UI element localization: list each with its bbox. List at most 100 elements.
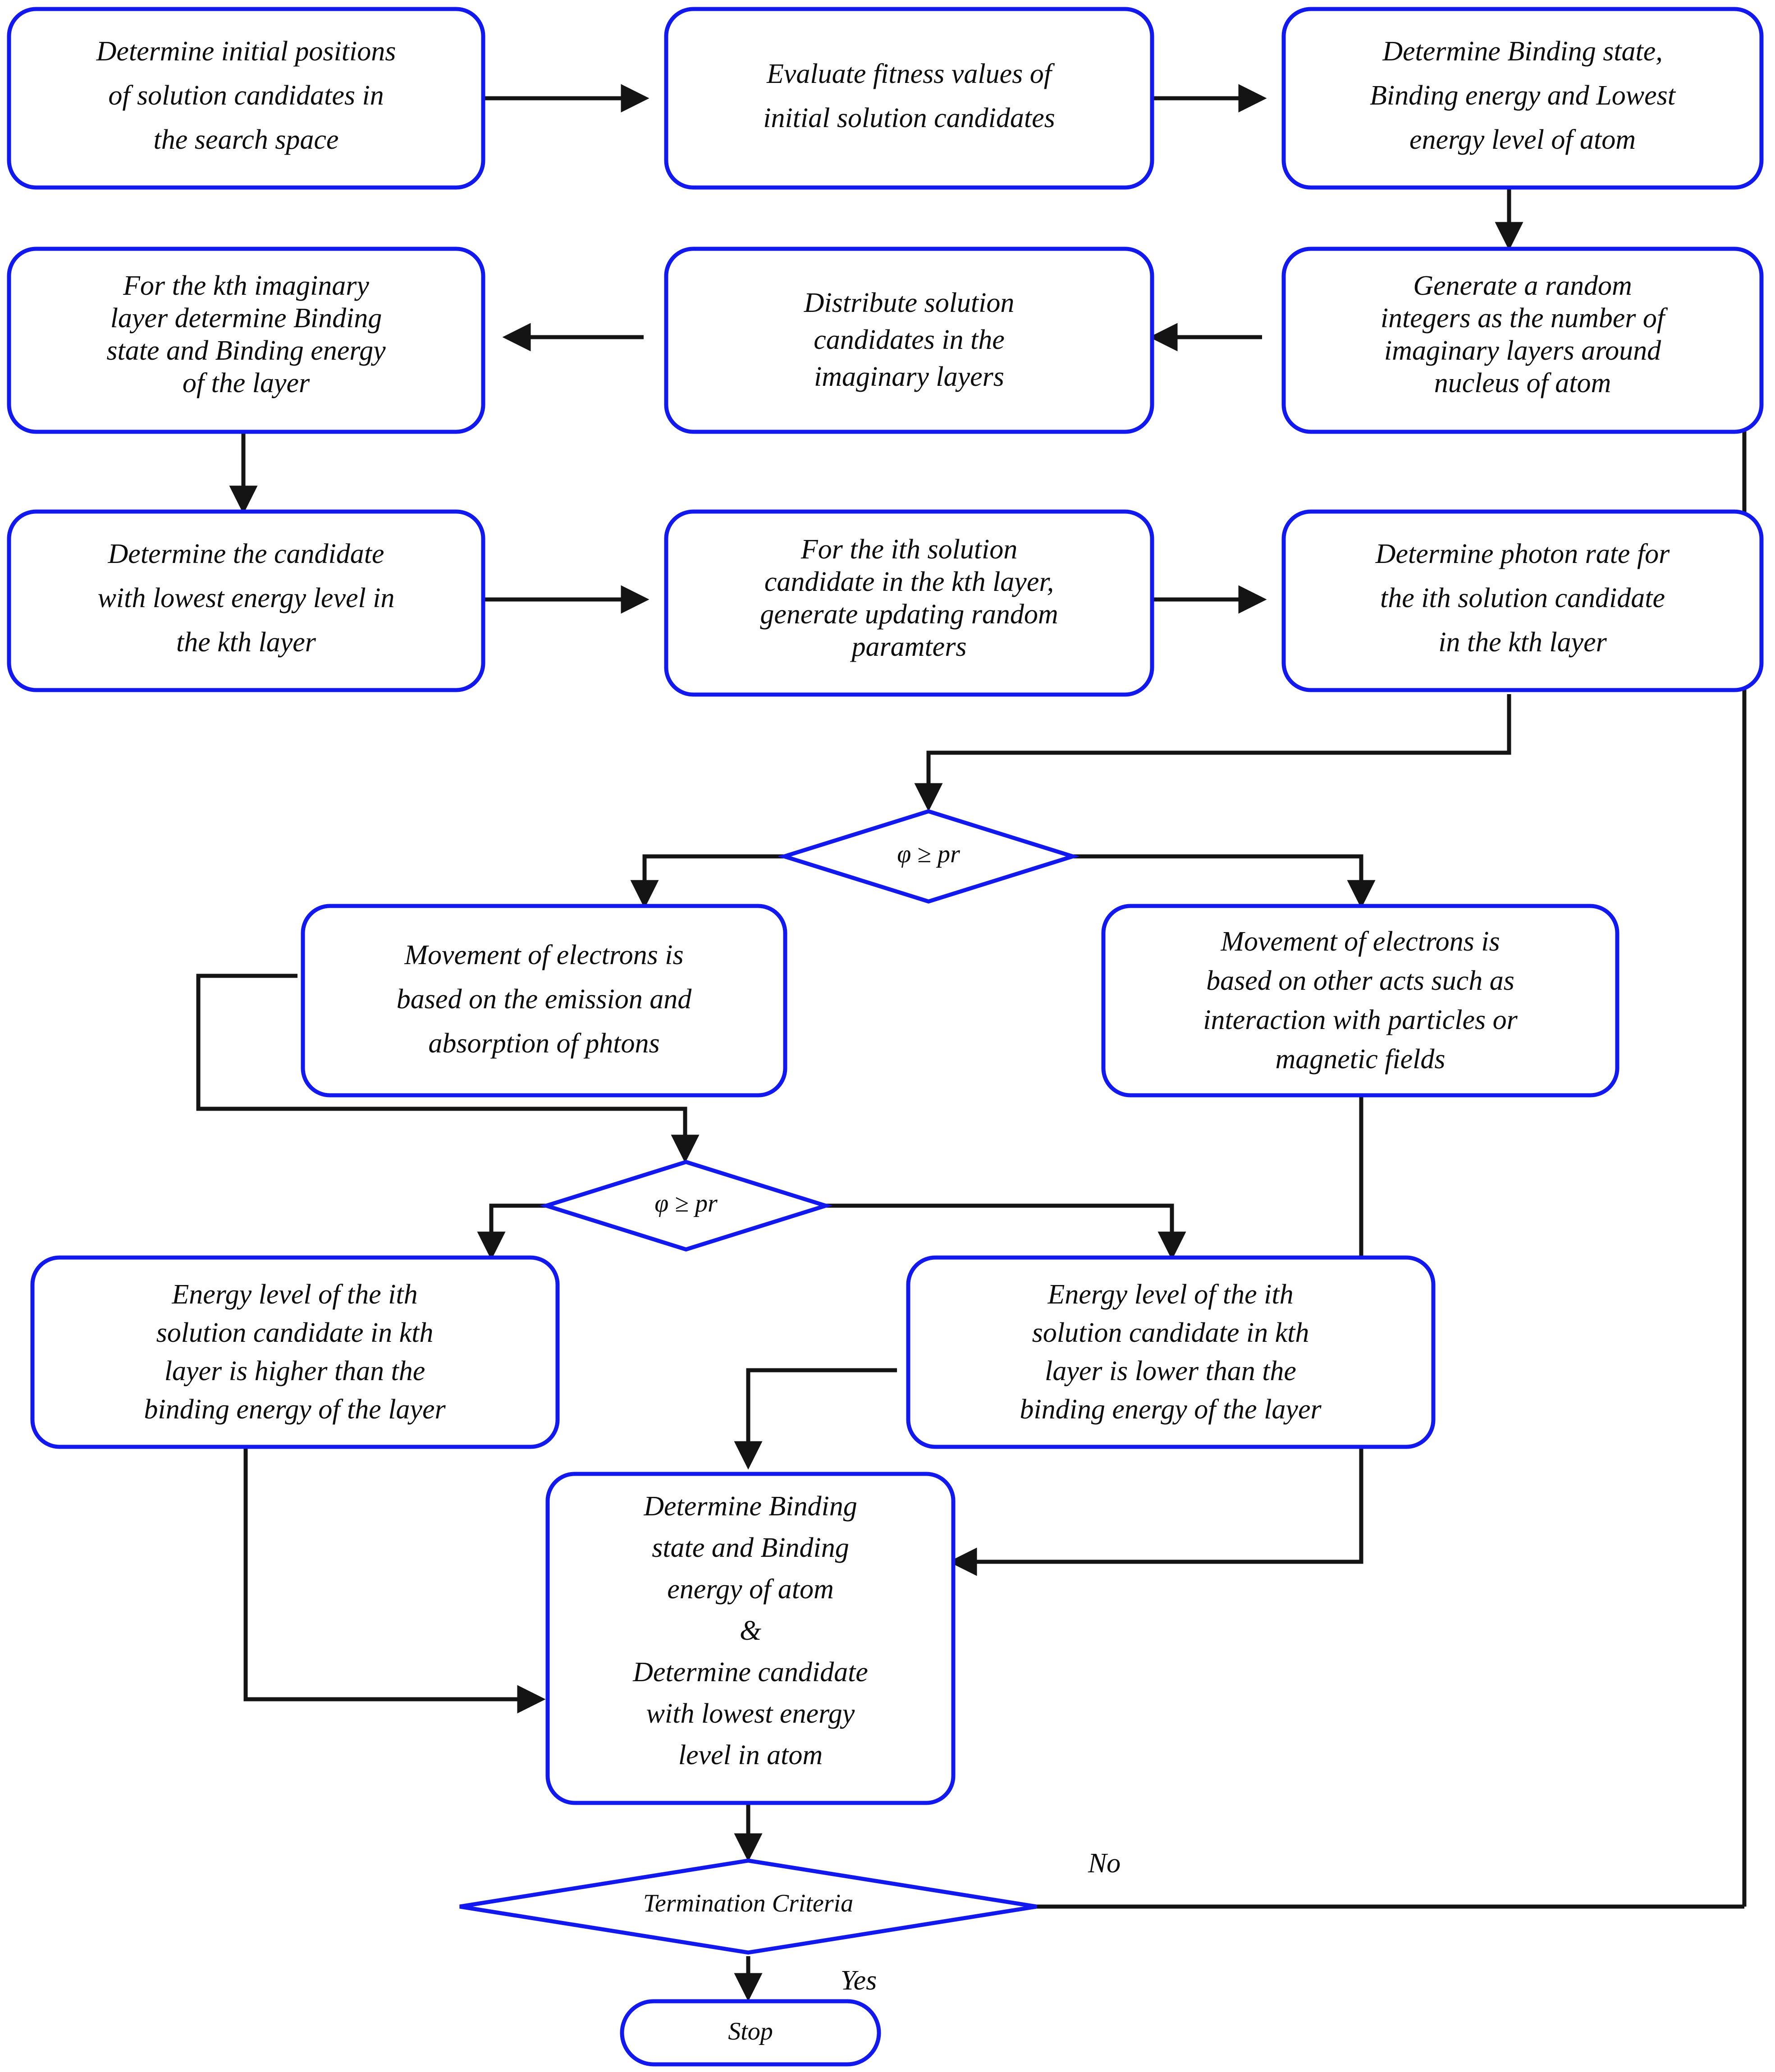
svg-text:Termination Criteria: Termination Criteria xyxy=(643,1889,853,1917)
svg-text:Stop: Stop xyxy=(728,2017,773,2045)
node-shape-process xyxy=(1281,509,1764,692)
svg-text:energy level of atom: energy level of atom xyxy=(1409,124,1636,155)
svg-text:Movement of electrons is: Movement of electrons is xyxy=(404,940,683,970)
edge-label-yes: Yes xyxy=(841,1965,877,1996)
node-shape-process xyxy=(906,1255,1436,1449)
svg-text:For the ith solution: For the ith solution xyxy=(801,534,1018,565)
node-shape-decision xyxy=(539,1160,833,1252)
node-shape-process xyxy=(7,247,485,434)
node-evaluate-fitness[interactable]: Evaluate fitness values of initial solut… xyxy=(664,7,1154,190)
svg-text:φ ≥ pr: φ ≥ pr xyxy=(654,1189,718,1217)
node-shape-process xyxy=(1281,7,1764,190)
svg-text:nucleus of atom: nucleus of atom xyxy=(1434,368,1611,398)
svg-text:Energy level of the ith: Energy level of the ith xyxy=(1047,1279,1293,1310)
node-shape-process xyxy=(664,509,1154,697)
svg-text:Evaluate fitness values of: Evaluate fitness values of xyxy=(766,59,1055,89)
svg-text:&: & xyxy=(740,1615,761,1646)
svg-text:Movement of electrons is: Movement of electrons is xyxy=(1220,926,1500,957)
svg-text:the ith solution candidate: the ith solution candidate xyxy=(1380,583,1665,613)
node-generate-updating-random[interactable]: For the ith solution candidate in the kt… xyxy=(664,509,1154,697)
node-lowest-energy-kth-layer[interactable]: Determine the candidate with lowest ener… xyxy=(7,509,485,692)
svg-text:in the kth layer: in the kth layer xyxy=(1438,627,1607,658)
node-shape-process xyxy=(7,509,485,692)
node-determine-binding-state-atom[interactable]: Determine Binding state, Binding energy … xyxy=(1281,7,1764,190)
node-shape-decision xyxy=(459,1858,1037,1955)
svg-text:Determine candidate: Determine candidate xyxy=(632,1657,868,1688)
svg-text:generate updating random: generate updating random xyxy=(760,599,1058,630)
svg-text:Distribute solution: Distribute solution xyxy=(804,288,1015,318)
svg-text:Determine photon rate for: Determine photon rate for xyxy=(1375,539,1670,569)
svg-text:Generate a random: Generate a random xyxy=(1413,270,1632,301)
svg-text:the kth layer: the kth layer xyxy=(176,627,316,658)
svg-text:the search space: the search space xyxy=(154,124,339,155)
node-determine-binding-and-lowest[interactable]: Determine Binding state and Binding ener… xyxy=(545,1472,956,1805)
svg-text:candidates in the: candidates in the xyxy=(814,325,1005,355)
svg-text:imaginary layers around: imaginary layers around xyxy=(1384,335,1661,366)
svg-text:Energy level of the ith: Energy level of the ith xyxy=(171,1279,417,1310)
edge-higher-to-determine xyxy=(243,1397,546,1714)
svg-text:of solution candidates in: of solution candidates in xyxy=(108,80,384,111)
edge-photon-to-decision1 xyxy=(914,694,1511,812)
node-shape-process xyxy=(7,7,485,190)
node-shape-decision xyxy=(777,809,1080,904)
svg-text:layer is higher than the: layer is higher than the xyxy=(165,1356,425,1386)
edge-other-acts-to-determine xyxy=(948,1095,1363,1576)
node-stop[interactable]: Stop xyxy=(620,1999,881,2067)
node-distribute-candidates[interactable]: Distribute solution candidates in the im… xyxy=(664,247,1154,434)
node-determine-photon-rate[interactable]: Determine photon rate for the ith soluti… xyxy=(1281,509,1764,692)
node-termination-criteria[interactable]: Termination Criteria xyxy=(459,1858,1037,1955)
svg-text:with lowest energy level in: with lowest energy level in xyxy=(98,583,395,613)
node-shape-process xyxy=(30,1255,560,1449)
node-kth-layer-binding[interactable]: For the kth imaginary layer determine Bi… xyxy=(7,247,485,434)
svg-text:level in atom: level in atom xyxy=(678,1740,823,1770)
node-shape-process xyxy=(1281,247,1764,434)
node-shape-terminator xyxy=(620,1999,881,2067)
node-shape-process xyxy=(664,7,1154,190)
svg-text:Determine Binding state,: Determine Binding state, xyxy=(1382,36,1663,67)
node-shape-process xyxy=(1101,904,1619,1098)
node-movement-other-acts[interactable]: Movement of electrons is based on other … xyxy=(1101,904,1619,1098)
node-movement-emission-absorption[interactable]: Movement of electrons is based on the em… xyxy=(301,904,787,1098)
svg-text:paramters: paramters xyxy=(850,631,967,662)
node-decision-phi-pr-2[interactable]: φ ≥ pr xyxy=(539,1160,833,1252)
svg-text:For the kth imaginary: For the kth imaginary xyxy=(123,270,369,301)
svg-text:solution candidate in kth: solution candidate in kth xyxy=(1032,1317,1309,1348)
svg-text:based on other acts such as: based on other acts such as xyxy=(1206,965,1514,996)
node-shape-process xyxy=(545,1472,956,1805)
node-shape-process xyxy=(301,904,787,1098)
svg-text:Binding energy and Lowest: Binding energy and Lowest xyxy=(1370,80,1676,111)
node-decision-phi-pr-1[interactable]: φ ≥ pr xyxy=(777,809,1080,904)
svg-text:binding energy of the layer: binding energy of the layer xyxy=(144,1394,446,1425)
node-determine-initial-positions[interactable]: Determine initial positions of solution … xyxy=(7,7,485,190)
svg-text:based on the emission and: based on the emission and xyxy=(397,984,692,1015)
svg-text:state and Binding energy: state and Binding energy xyxy=(106,335,386,366)
svg-text:layer is lower than the: layer is lower than the xyxy=(1045,1356,1296,1386)
node-energy-lower[interactable]: Energy level of the ith solution candida… xyxy=(906,1255,1436,1449)
svg-text:φ ≥ pr: φ ≥ pr xyxy=(897,840,960,868)
svg-text:initial solution candidates: initial solution candidates xyxy=(763,103,1055,133)
svg-text:imaginary layers: imaginary layers xyxy=(814,361,1004,392)
node-energy-higher[interactable]: Energy level of the ith solution candida… xyxy=(30,1255,560,1449)
svg-text:binding energy of the layer: binding energy of the layer xyxy=(1020,1394,1322,1425)
svg-text:of the layer: of the layer xyxy=(183,368,310,398)
svg-text:with lowest energy: with lowest energy xyxy=(646,1698,855,1729)
svg-text:solution candidate in kth: solution candidate in kth xyxy=(156,1317,434,1348)
edge-decision1-right xyxy=(1001,854,1376,909)
node-shape-process xyxy=(664,247,1154,434)
svg-text:layer determine Binding: layer determine Binding xyxy=(110,303,382,334)
svg-text:magnetic fields: magnetic fields xyxy=(1275,1044,1445,1075)
svg-text:Determine Binding: Determine Binding xyxy=(643,1491,857,1522)
edge-emission-to-decision2 xyxy=(196,974,700,1163)
svg-text:Determine initial positions: Determine initial positions xyxy=(96,36,396,67)
svg-text:candidate in the kth layer,: candidate in the kth layer, xyxy=(764,567,1054,597)
svg-text:absorption of phtons: absorption of phtons xyxy=(428,1028,659,1059)
node-generate-random-integers[interactable]: Generate a random integers as the number… xyxy=(1281,247,1764,434)
svg-text:energy of atom: energy of atom xyxy=(667,1574,834,1605)
edge-decision2-right xyxy=(755,1203,1186,1260)
edge-label-no: No xyxy=(1088,1848,1121,1879)
svg-text:state and Binding: state and Binding xyxy=(652,1532,849,1563)
svg-text:Determine the candidate: Determine the candidate xyxy=(108,539,384,569)
svg-text:interaction with particles or: interaction with particles or xyxy=(1203,1005,1518,1035)
